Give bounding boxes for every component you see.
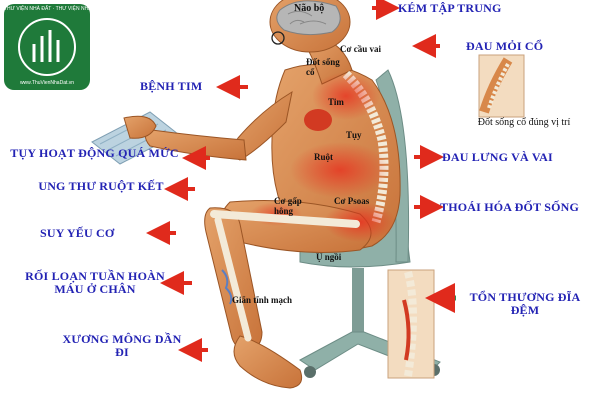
body-label-heart: Tim — [328, 97, 344, 107]
body-label-psoas: Cơ Psoas — [334, 196, 370, 206]
label-spine-degeneration: THOÁI HÓA ĐỐT SỐNG — [440, 200, 580, 214]
watermark-text-top: THƯ VIỆN NHÀ ĐẤT · THƯ VIỆN NHÀ ĐẤT — [4, 6, 103, 12]
body-label-hip-flexor: Cơ gấp hông — [274, 196, 302, 216]
label-neck-pain: ĐAU MỎI CỔ — [466, 39, 544, 53]
disc-inset — [387, 269, 456, 379]
watermark-logo — [4, 4, 90, 90]
body-label-varicose: Giãn tĩnh mạch — [232, 295, 293, 305]
label-heart-disease: BỆNH TIM — [140, 79, 203, 93]
label-pancreas-overactive: TỤY HOẠT ĐỘNG QUÁ MỨC — [10, 146, 179, 160]
human-body — [123, 0, 401, 389]
label-colon-cancer: UNG THƯ RUỘT KẾT — [38, 179, 164, 193]
label-back-shoulder-pain: ĐAU LƯNG VÀ VAI — [442, 150, 553, 164]
body-label-sitting-bone: Ụ ngồi — [316, 252, 342, 262]
body-label-intestine: Ruột — [314, 152, 334, 162]
inset-caption: Đốt sống cổ đúng vị trí — [477, 117, 571, 128]
label-poor-concentration: KÉM TẬP TRUNG — [398, 1, 502, 15]
body-label-brain: Não bộ — [294, 3, 325, 14]
watermark-text-bottom: www.ThuVienNhaDat.vn — [19, 80, 75, 86]
neck-inset — [478, 54, 525, 118]
red-arrows — [146, 0, 444, 362]
label-hip-bone: XƯƠNG MÔNG DẦN ĐI — [62, 332, 182, 359]
label-leg-circulation: RỐI LOẠN TUẦN HOÀN MÁU Ở CHÂN — [25, 269, 165, 296]
label-muscle-weakness: SUY YẾU CƠ — [40, 226, 115, 240]
body-label-pancreas: Tụy — [346, 130, 362, 140]
body-label-neck-vertebra: Đốt sống cổ — [306, 57, 340, 77]
body-label-shoulder-muscle: Cơ cầu vai — [340, 44, 381, 54]
label-disc-damage: TỔN THƯƠNG ĐĨA ĐỆM — [469, 290, 581, 317]
